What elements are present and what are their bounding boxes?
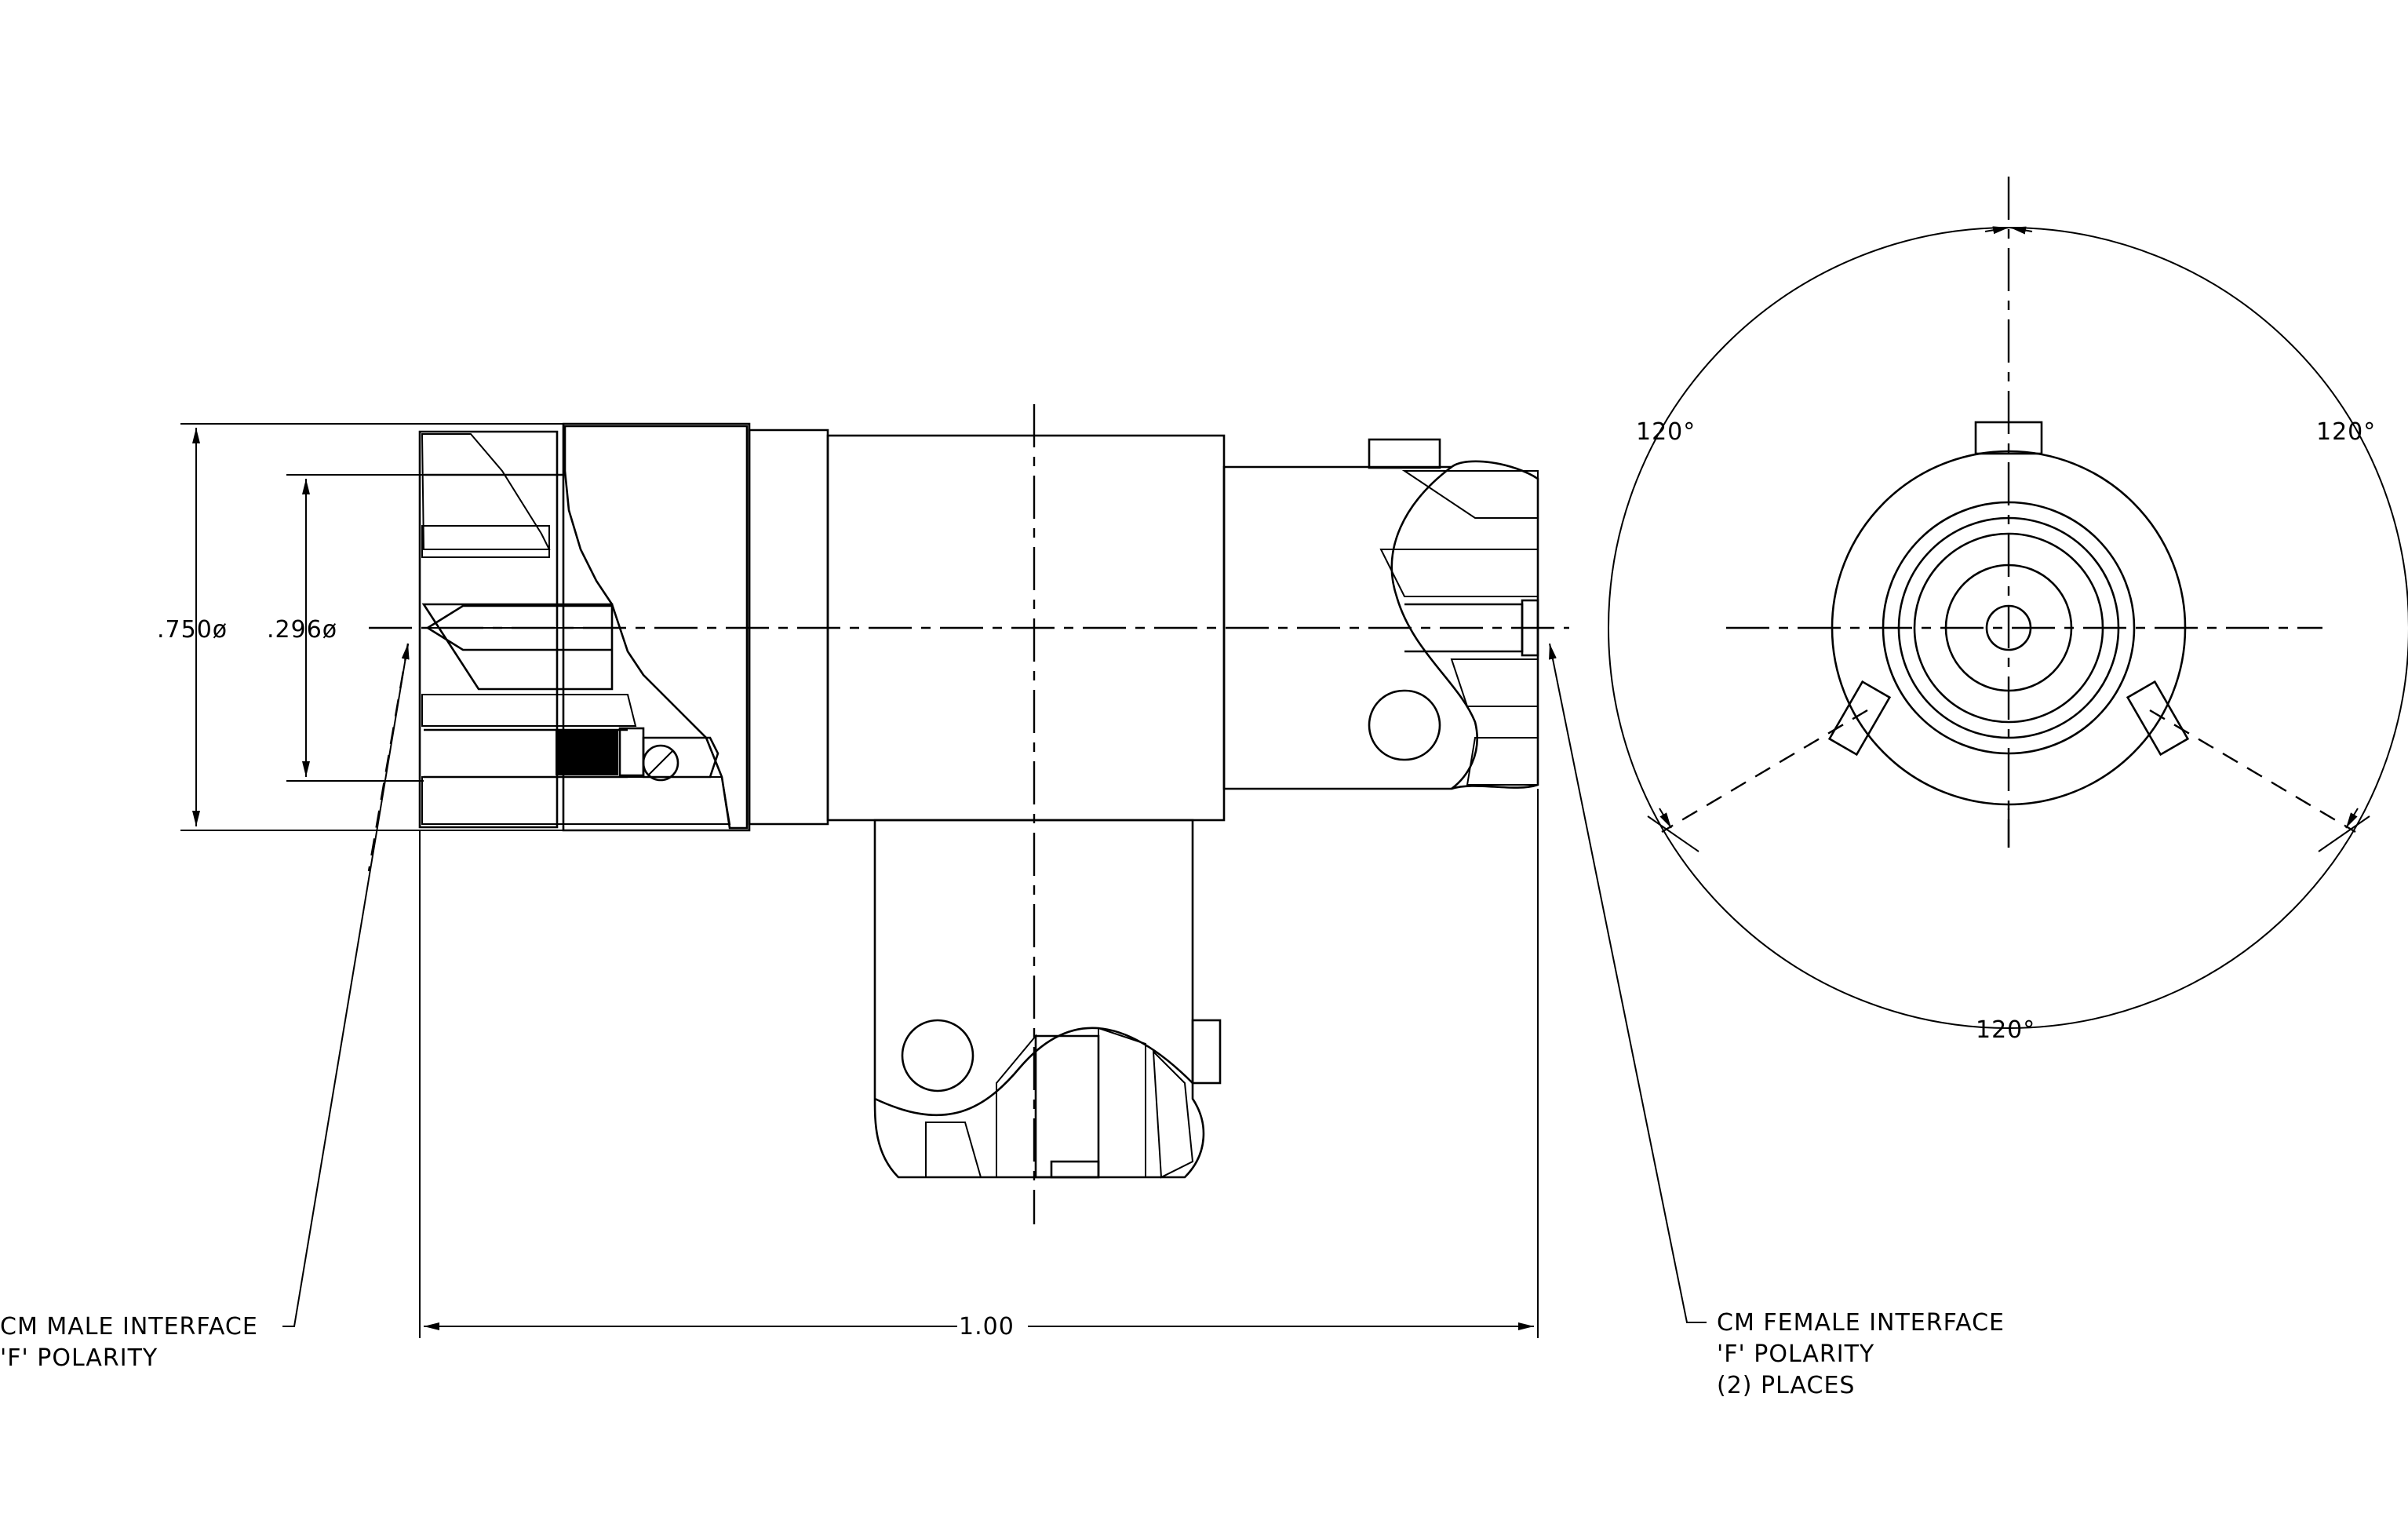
angle-label-top-left: 120° <box>1636 418 1696 446</box>
angle-label-bottom: 120° <box>1976 1016 2035 1044</box>
coupling-nut-knurl <box>562 422 829 832</box>
dim-overall-length: 1.00 <box>959 1313 1015 1340</box>
end-view <box>1608 177 2408 1029</box>
note-female-line3: (2) PLACES <box>1717 1372 1855 1399</box>
seal-ring <box>556 727 719 782</box>
note-female-line2: 'F' POLARITY <box>1717 1340 1874 1368</box>
note-male-line2: 'F' POLARITY <box>0 1344 158 1372</box>
side-section-view <box>369 404 1569 1224</box>
female-bottom-arm <box>873 819 1222 1179</box>
angle-label-top-right: 120° <box>2316 418 2376 446</box>
dimension-lines <box>180 423 1707 1338</box>
note-male-line1: CM MALE INTERFACE <box>0 1313 258 1340</box>
dim-inner-diameter: .296ø <box>267 616 337 644</box>
female-right-arm <box>1222 438 1539 790</box>
note-female-line1: CM FEMALE INTERFACE <box>1717 1309 2005 1337</box>
dim-outer-diameter: .750ø <box>157 616 228 644</box>
